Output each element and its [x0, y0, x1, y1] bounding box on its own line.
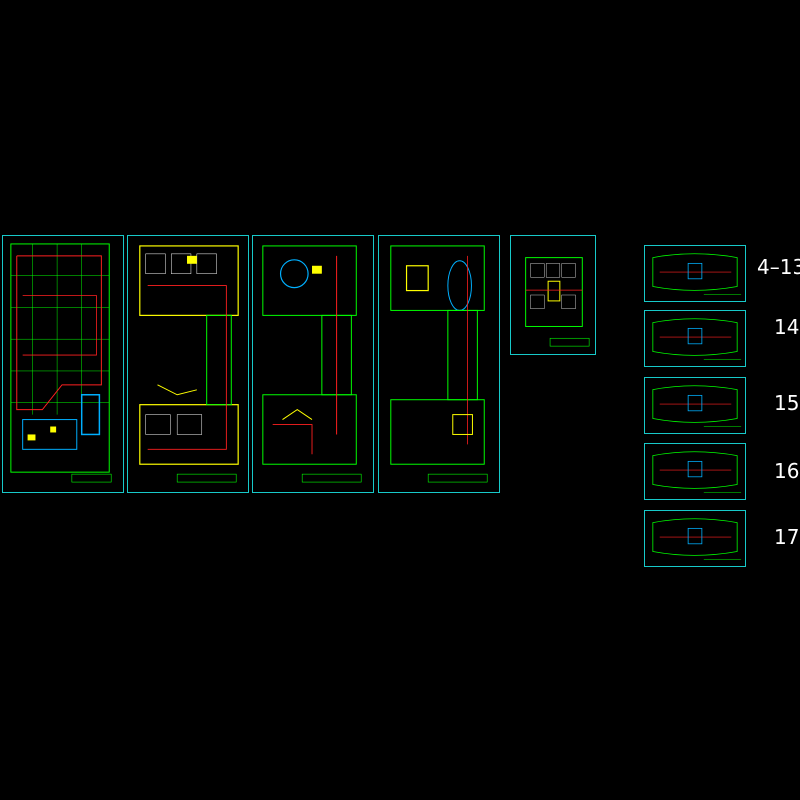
floor-plan-sheet-3	[252, 235, 374, 493]
floor-label-17: 17	[774, 525, 800, 549]
floor-plan-sheet-15	[644, 377, 746, 434]
floor-plan-sheet-4-13	[644, 245, 746, 302]
floor-plan-sheet-14	[644, 310, 746, 367]
floor-plan-sheet-2	[127, 235, 249, 493]
floor-plan-sheet-17	[644, 510, 746, 567]
floor-plan-sheet-5	[510, 235, 596, 355]
floor-plan-sheet-16	[644, 443, 746, 500]
floor-label-16: 16	[774, 459, 800, 483]
floor-plan-sheet-1	[2, 235, 124, 493]
floor-label-4-13: 4–13	[757, 255, 800, 279]
floor-plan-sheet-4	[378, 235, 500, 493]
floor-label-15: 15	[774, 391, 800, 415]
floor-label-14: 14	[774, 315, 800, 339]
